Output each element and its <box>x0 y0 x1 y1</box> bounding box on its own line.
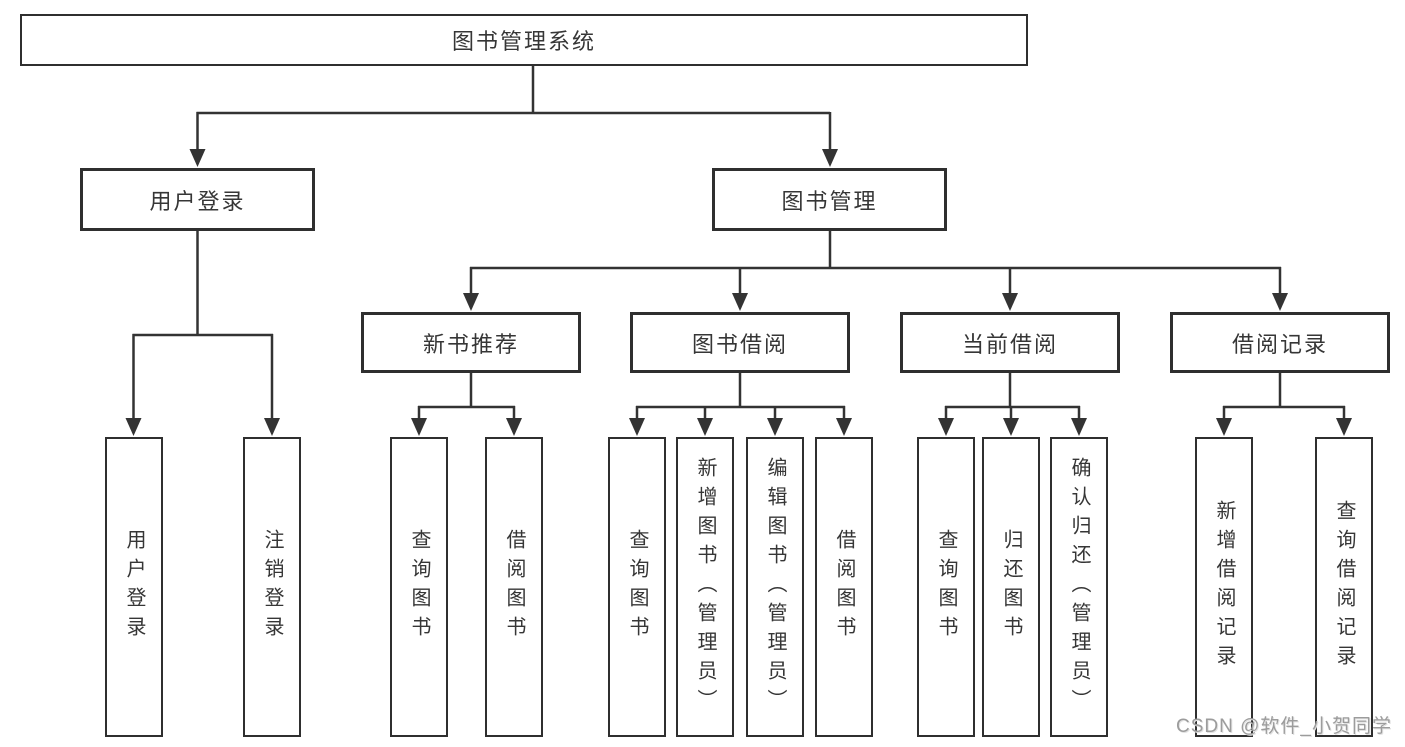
leaf-query-books-current: 查询图书 <box>917 437 975 737</box>
node-new-book-recommendation: 新书推荐 <box>361 312 581 373</box>
leaf-query-books-recommend: 查询图书 <box>390 437 448 737</box>
node-current-borrowing: 当前借阅 <box>900 312 1120 373</box>
leaf-user-login: 用户登录 <box>105 437 163 737</box>
leaf-add-borrow-record: 新增借阅记录 <box>1195 437 1253 737</box>
leaf-borrow-books-borrow: 借阅图书 <box>815 437 873 737</box>
leaf-logout: 注销登录 <box>243 437 301 737</box>
leaf-borrow-books-recommend: 借阅图书 <box>485 437 543 737</box>
csdn-watermark: CSDN @软件_小贺同学 <box>1176 716 1392 737</box>
node-user-login-branch: 用户登录 <box>80 168 315 231</box>
leaf-confirm-return-admin: 确认归还（管理员） <box>1050 437 1108 737</box>
node-book-borrowing: 图书借阅 <box>630 312 850 373</box>
leaf-query-books-borrow: 查询图书 <box>608 437 666 737</box>
node-library-management-system: 图书管理系统 <box>20 14 1028 66</box>
node-borrowing-records: 借阅记录 <box>1170 312 1390 373</box>
leaf-return-book: 归还图书 <box>982 437 1040 737</box>
leaf-edit-book-admin: 编辑图书（管理员） <box>746 437 804 737</box>
leaf-add-book-admin: 新增图书（管理员） <box>676 437 734 737</box>
leaf-query-borrow-record: 查询借阅记录 <box>1315 437 1373 737</box>
node-book-management-branch: 图书管理 <box>712 168 947 231</box>
